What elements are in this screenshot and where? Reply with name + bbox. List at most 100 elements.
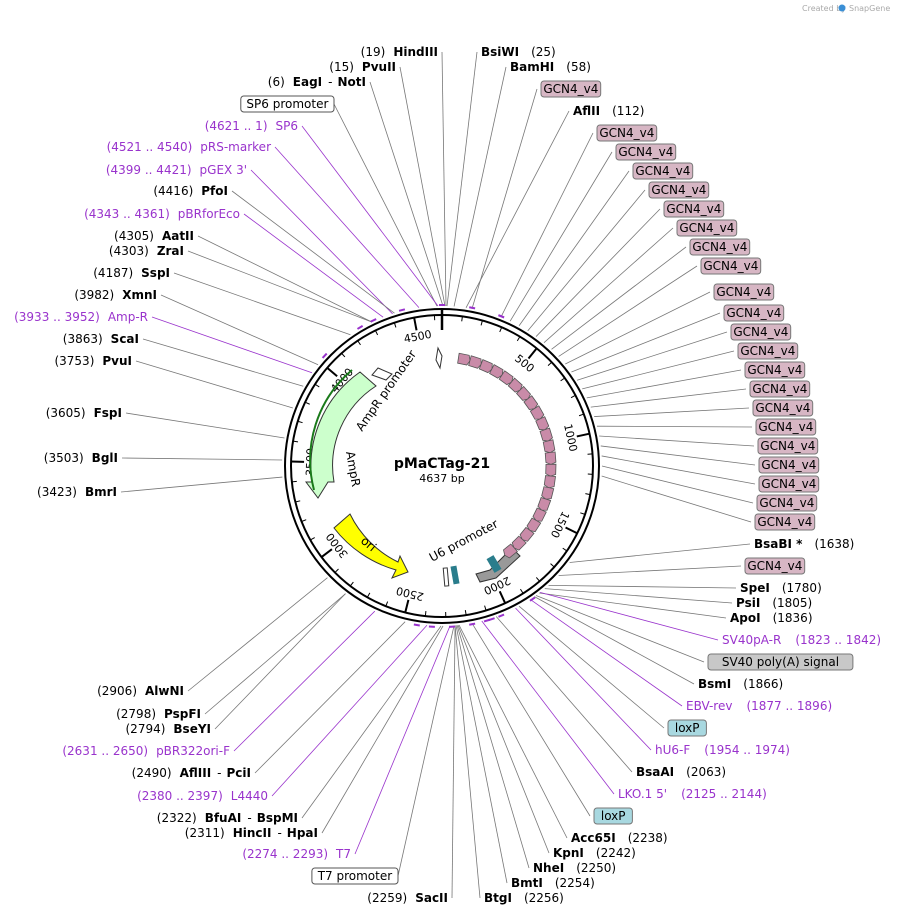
gcn4-arrow xyxy=(503,543,518,559)
enzyme-position: (1638) xyxy=(814,537,854,551)
feature-box-label: GCN4_v4 xyxy=(740,344,795,358)
ampr-arrow xyxy=(305,371,377,499)
feature-box-label: GCN4_v4 xyxy=(761,458,816,472)
enzyme-name: AlwNI xyxy=(145,684,184,698)
tick-mark xyxy=(341,352,346,358)
enzyme-name: BfuAI xyxy=(205,811,242,825)
tick-mark xyxy=(562,547,568,552)
sv40-box xyxy=(707,653,854,671)
enzyme-name: BmtI xyxy=(511,876,543,890)
enzyme-name: ZraI xyxy=(157,244,184,258)
enzyme-name-2: HpaI xyxy=(287,826,318,840)
loxp-marker xyxy=(486,555,502,573)
primer-name: SP6 xyxy=(276,119,299,133)
gcn4-arrow xyxy=(507,377,523,393)
leader-line xyxy=(548,584,737,589)
leader-line xyxy=(539,592,719,641)
enzyme-name: HincII xyxy=(233,826,272,840)
enzyme-label: (2794)BseYI xyxy=(126,722,212,736)
enzyme-name: SpeI xyxy=(740,581,770,595)
enzyme-label: (3863)ScaI xyxy=(63,332,139,346)
primer-label: (4343 .. 4361)pBRforEco xyxy=(84,207,240,221)
tick-mark xyxy=(357,340,361,346)
enzyme-label: (3753)PvuI xyxy=(54,354,132,368)
leader-line xyxy=(457,625,550,854)
gcn4-arrow xyxy=(535,416,550,431)
enzyme-name: ApoI xyxy=(730,611,761,625)
feature-box-label: loxP xyxy=(675,721,700,735)
enzyme-label: BmtI(2254) xyxy=(511,876,595,890)
loxp-marker-2 xyxy=(450,565,460,585)
enzyme-name: AflIII xyxy=(180,766,212,780)
leader-line xyxy=(125,412,285,439)
enzyme-position: (2238) xyxy=(628,831,668,845)
feature-box-label: GCN4_v4 xyxy=(599,126,654,140)
enzyme-name: BsaBI * xyxy=(754,537,803,551)
primer-name: LKO.1 5' xyxy=(618,787,667,801)
leader-line xyxy=(214,593,346,730)
enzyme-label: (3503)BglI xyxy=(44,451,118,465)
gcn4-box xyxy=(754,513,816,531)
leader-line xyxy=(254,621,406,774)
leader-line xyxy=(142,338,304,387)
brand-text: SnapGene xyxy=(849,4,890,13)
feature-box-label: GCN4_v4 xyxy=(679,221,734,235)
feature-box-label: GCN4_v4 xyxy=(761,477,816,491)
leader-line xyxy=(558,265,698,357)
enzyme-position: (4303) xyxy=(109,244,149,258)
enzyme-name: PfoI xyxy=(201,184,228,198)
leader-line xyxy=(569,543,751,563)
gcn4-box xyxy=(744,361,806,379)
gcn4-arrow xyxy=(543,475,556,489)
primer-label: (4521 .. 4540)pRS-marker xyxy=(107,140,271,154)
enzyme-position: (2256) xyxy=(524,891,564,905)
feature-box-label: GCN4_v4 xyxy=(703,259,758,273)
gcn4-box xyxy=(700,257,762,275)
enzyme-position: (3753) xyxy=(54,354,94,368)
gcn4-arrow xyxy=(539,427,553,442)
enzyme-label: (2490)AflIII-PciI xyxy=(132,766,251,780)
enzyme-name-2: PciI xyxy=(227,766,252,780)
feature-box-label: GCN4_v4 xyxy=(692,240,747,254)
tick-mark xyxy=(385,601,389,607)
leader-line xyxy=(582,350,735,390)
primer-mark xyxy=(483,618,491,623)
gcn4-box xyxy=(758,475,820,493)
primer-position: (1823 .. 1842) xyxy=(795,633,881,647)
ampr-label: AmpR xyxy=(343,450,363,488)
primer-mark xyxy=(439,304,445,306)
plasmid-name: pMaCTag-21 xyxy=(394,456,490,472)
leader-line xyxy=(354,625,451,855)
sp6-promoter-arrow xyxy=(435,346,443,370)
enzyme-label: (3605)FspI xyxy=(46,406,122,420)
gcn4-box xyxy=(730,323,792,341)
gcn4-arrows xyxy=(457,352,557,559)
enzyme-label: (19)HindIII xyxy=(361,45,438,59)
feature-box-label: SV40 poly(A) signal xyxy=(722,655,839,669)
primer-label: (4399 .. 4421)pGEX 3' xyxy=(106,163,247,177)
enzyme-name: BglI xyxy=(92,451,118,465)
tick-mark xyxy=(297,420,303,424)
ampr-promoter-arrow xyxy=(371,367,393,381)
tick-mark xyxy=(310,537,315,541)
gcn4-box xyxy=(752,399,814,417)
feature-box-label: GCN4_v4 xyxy=(651,183,706,197)
enzyme-name: BtgI xyxy=(484,891,512,905)
enzyme-name: SspI xyxy=(141,266,170,280)
gcn4-arrow xyxy=(519,526,535,542)
tick-mark xyxy=(498,590,507,604)
leader-line xyxy=(551,246,687,350)
gcn4-arrow xyxy=(478,359,493,374)
tick-mark xyxy=(291,480,297,483)
snapgene-logo-icon xyxy=(838,4,846,12)
tick-mark xyxy=(326,367,338,378)
enzyme-label: BsmI(1866) xyxy=(698,677,783,691)
leader-line xyxy=(441,51,447,307)
tick-label: 500 xyxy=(512,352,537,375)
primer-mark xyxy=(321,352,328,359)
tick-mark xyxy=(424,611,427,617)
separator: - xyxy=(217,766,221,780)
tick-mark xyxy=(570,394,576,399)
primer-name: pRS-marker xyxy=(200,140,271,154)
